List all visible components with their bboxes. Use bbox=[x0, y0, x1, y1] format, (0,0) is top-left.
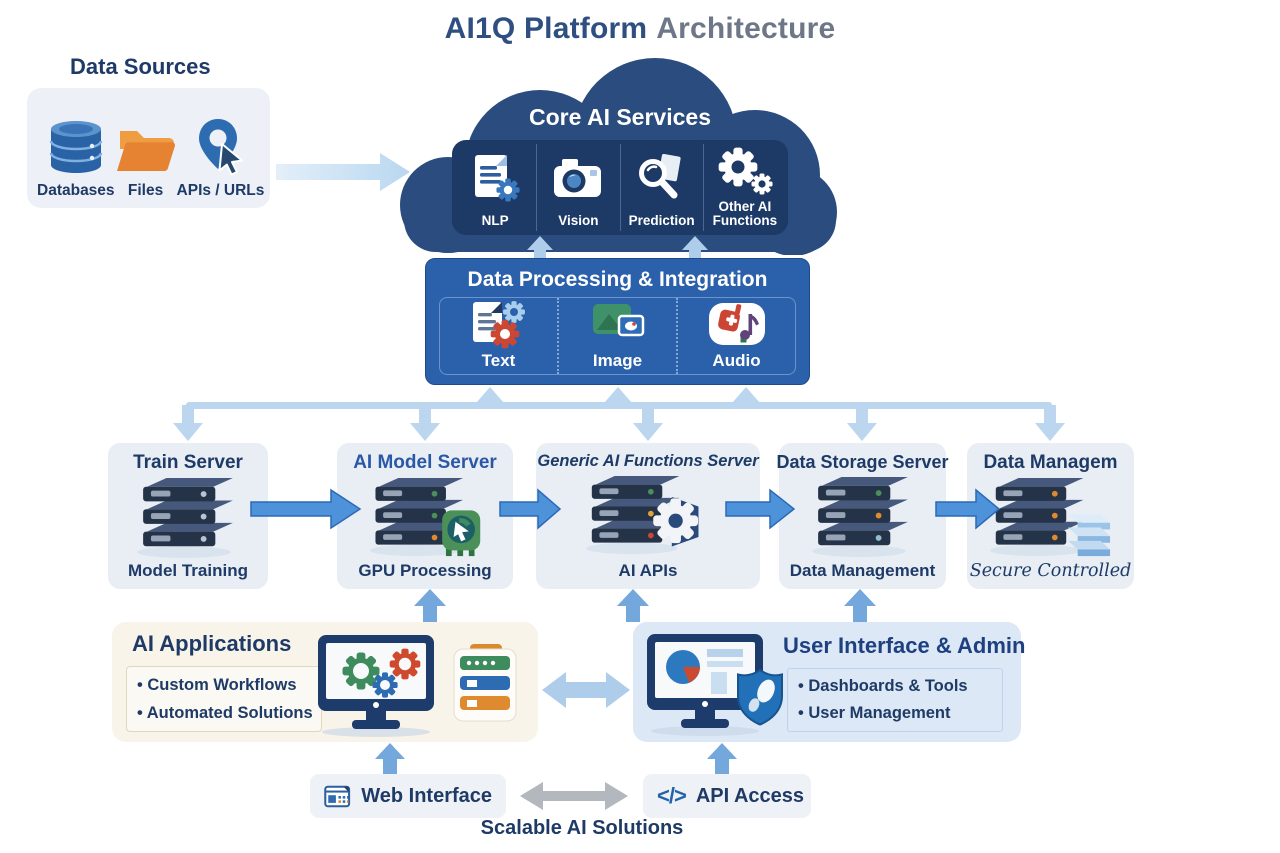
server-title: AI Model Server bbox=[353, 452, 497, 473]
server-title: Generic AI Functions Server bbox=[537, 452, 759, 470]
web-interface-pill: Web Interface bbox=[310, 774, 506, 818]
channel-audio: Audio bbox=[676, 298, 795, 374]
data-source-apis: APIs / URLs bbox=[176, 100, 265, 200]
distributor-line bbox=[186, 402, 1052, 409]
arrow-line-to-processing-right bbox=[732, 387, 760, 403]
double-gear-icon bbox=[716, 144, 774, 200]
monitor-gears-icon bbox=[318, 635, 517, 737]
arrow-up-generic-ai bbox=[617, 589, 649, 622]
channel-label: Text bbox=[481, 351, 516, 370]
server-stack-icon bbox=[126, 478, 250, 558]
page-title-primary: AI1Q Platform bbox=[444, 12, 648, 45]
service-other-ai: Other AI Functions bbox=[702, 144, 786, 231]
data-processing-title: Data Processing & Integration bbox=[467, 268, 768, 291]
server-card-generic-ai: Generic AI Functions Server AI APIs bbox=[536, 443, 760, 589]
channel-label: Audio bbox=[712, 351, 761, 370]
core-ai-services-panel: NLP Vision bbox=[452, 140, 788, 235]
arrow-apps-ui-bidirectional bbox=[542, 672, 630, 708]
server-stack-gpu-icon bbox=[357, 478, 481, 556]
server-card-train: Train Server Model Training bbox=[108, 443, 268, 589]
arrow-down-ai-model-server bbox=[410, 405, 440, 441]
ai-applications-box: AI Applications Custom Workflows Automat… bbox=[112, 622, 538, 742]
service-label: NLP bbox=[481, 212, 509, 228]
server-stack-icon bbox=[801, 477, 925, 557]
magnifier-document-icon bbox=[636, 144, 688, 214]
document-gear-icon bbox=[469, 144, 521, 214]
database-icon bbox=[49, 121, 103, 173]
arrow-line-to-processing-center bbox=[604, 387, 632, 403]
server-stack-storage-icon bbox=[983, 478, 1110, 556]
arrow-apps-to-aimodel bbox=[414, 589, 446, 622]
shield-icon bbox=[737, 668, 783, 726]
arrow-datasources-to-cloud bbox=[276, 153, 410, 191]
data-sources-box: Databases Files APIs / URLs bbox=[27, 88, 270, 208]
data-source-databases: Databases bbox=[37, 100, 115, 200]
server-title: Data Storage Server bbox=[776, 452, 949, 472]
data-source-label: Files bbox=[127, 182, 164, 199]
bullet-item: Custom Workflows bbox=[137, 676, 321, 695]
server-stack-gear-icon bbox=[573, 476, 699, 556]
channel-text: Text bbox=[440, 298, 557, 374]
bullet-item: User Management bbox=[798, 704, 1002, 723]
server-card-data-storage: Data Storage Server Data Management bbox=[776, 443, 949, 589]
footer-caption: Scalable AI Solutions bbox=[480, 817, 684, 839]
camera-icon bbox=[552, 144, 604, 214]
arrow-web-api-bidirectional bbox=[520, 782, 628, 810]
data-processing-panel: Text Image bbox=[439, 297, 796, 375]
server-subtitle: AI APIs bbox=[618, 561, 678, 580]
user-interface-admin-box: User Interface & Admin Dashboards & Tool… bbox=[633, 622, 1025, 742]
channel-label: Image bbox=[592, 351, 643, 370]
data-source-label: APIs / URLs bbox=[176, 182, 265, 199]
audio-note-icon bbox=[706, 298, 768, 351]
data-sources-heading: Data Sources bbox=[70, 54, 211, 79]
user-interface-admin-title: User Interface & Admin bbox=[783, 633, 1026, 658]
ai-applications-bullets: Custom Workflows Automated Solutions bbox=[126, 666, 322, 732]
arrow-down-data-storage-server bbox=[847, 405, 877, 441]
api-access-label: API Access bbox=[695, 784, 805, 807]
bullet-item: Dashboards & Tools bbox=[798, 677, 1002, 696]
browser-window-icon bbox=[324, 785, 351, 807]
ai-applications-title: AI Applications bbox=[132, 631, 292, 656]
monitor-dashboard-shield-icon bbox=[647, 634, 783, 736]
arrow-down-generic-ai-server bbox=[633, 405, 663, 441]
service-nlp: NLP bbox=[454, 144, 536, 231]
channel-image: Image bbox=[557, 298, 676, 374]
server-card-data-managem: Data Managem Secure Controlled bbox=[967, 443, 1134, 589]
server-subtitle: Model Training bbox=[128, 561, 248, 580]
arrow-down-train-server bbox=[173, 405, 203, 441]
text-document-gear-icon bbox=[468, 298, 530, 351]
service-label: Other AI Functions bbox=[712, 198, 778, 228]
arrow-web-to-apps bbox=[375, 743, 405, 774]
user-interface-admin-bullets: Dashboards & Tools User Management bbox=[787, 668, 1003, 732]
data-source-label: Databases bbox=[37, 182, 115, 199]
data-processing-box: Data Processing & Integration bbox=[425, 258, 810, 385]
core-ai-services-title: Core AI Services bbox=[529, 104, 711, 130]
server-title: Data Managem bbox=[983, 452, 1118, 473]
arrow-ui-to-storage bbox=[844, 589, 876, 622]
server-subtitle: Data Management bbox=[789, 561, 936, 580]
server-subtitle: Secure Controlled bbox=[969, 561, 1132, 581]
service-prediction: Prediction bbox=[619, 144, 703, 231]
arrow-line-to-processing-left bbox=[476, 387, 504, 403]
api-access-pill: </> API Access bbox=[643, 774, 811, 818]
service-label: Prediction bbox=[628, 212, 695, 228]
server-subtitle: GPU Processing bbox=[358, 561, 492, 580]
server-card-ai-model: AI Model Server GPU Processing bbox=[337, 443, 513, 589]
service-label: Vision bbox=[558, 212, 599, 228]
data-source-files: Files bbox=[115, 100, 177, 200]
page-title-secondary: Architecture bbox=[656, 12, 836, 45]
image-stack-icon bbox=[587, 298, 649, 351]
arrow-api-to-ui bbox=[707, 743, 737, 774]
bullet-item: Automated Solutions bbox=[137, 704, 321, 723]
web-interface-label: Web Interface bbox=[361, 784, 492, 807]
colored-rack-icon bbox=[453, 644, 517, 722]
code-brackets-icon: </> bbox=[657, 783, 687, 808]
arrow-down-data-managem-server bbox=[1035, 405, 1065, 441]
server-title: Train Server bbox=[133, 452, 243, 473]
map-pin-cursor-icon bbox=[199, 119, 244, 176]
service-vision: Vision bbox=[536, 144, 619, 231]
folder-icon bbox=[116, 131, 175, 172]
